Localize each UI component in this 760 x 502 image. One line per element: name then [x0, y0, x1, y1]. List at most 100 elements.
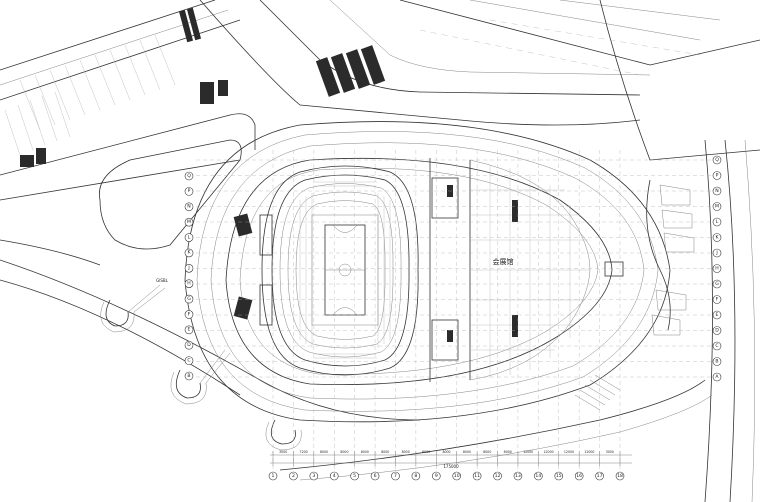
svg-text:7: 7 [394, 473, 397, 479]
axis-bubble-left-L: L [184, 233, 194, 242]
axis-bubble-left-F: F [184, 310, 194, 319]
dimension-label: 8000 [422, 450, 430, 454]
axis-bubble-11: 11 [472, 471, 482, 481]
svg-text:4: 4 [333, 473, 336, 479]
grid-lines-horizontal [196, 159, 712, 378]
svg-text:2: 2 [292, 473, 295, 479]
axis-bubble-left-B: B [184, 371, 194, 381]
svg-text:14: 14 [535, 473, 541, 479]
axis-bubble-right-K: K [712, 233, 722, 242]
dimension-label: 8000 [463, 450, 471, 454]
svg-text:J: J [715, 250, 717, 256]
axis-bubble-left-N: N [184, 202, 194, 212]
svg-text:G: G [715, 281, 719, 287]
svg-text:F: F [188, 311, 191, 317]
axis-bubble-left-P: P [184, 187, 194, 196]
svg-text:H: H [715, 265, 718, 271]
dimension-label: 8000 [402, 450, 410, 454]
svg-text:K: K [715, 234, 719, 240]
axis-bubble-10: 10 [452, 471, 462, 481]
svg-text:B: B [187, 373, 190, 379]
axis-bubbles-left: Q PN M L K J H G F E D C B [184, 171, 194, 381]
dimension-label: 8000 [361, 450, 369, 454]
svg-text:Q: Q [715, 157, 719, 163]
axis-bubble-13: 13 [513, 471, 523, 481]
svg-text:H: H [187, 280, 190, 286]
axis-bubble-16: 16 [574, 471, 584, 481]
svg-text:8: 8 [414, 473, 417, 479]
building-outline [184, 121, 671, 423]
svg-text:Q: Q [187, 173, 191, 179]
dimension-label: 8000 [483, 450, 491, 454]
svg-text:9: 9 [435, 473, 438, 479]
axis-bubble-right-G: G [712, 279, 722, 289]
dimension-label: 8000 [320, 450, 328, 454]
axis-bubble-15: 15 [554, 471, 564, 481]
axis-bubble-left-Q: Q [184, 171, 194, 181]
svg-text:A: A [715, 374, 719, 380]
dimension-label: 8000 [504, 450, 512, 454]
axis-bubble-right-F: F [712, 295, 722, 304]
svg-text:5: 5 [353, 473, 356, 479]
axis-bubble-17: 17 [595, 471, 604, 481]
svg-text:18: 18 [617, 473, 623, 479]
dimension-label: 12000 [543, 450, 553, 454]
svg-text:17: 17 [597, 473, 603, 479]
axis-bubble-right-C: C [712, 341, 722, 351]
axis-bubble-left-J: J [184, 264, 194, 273]
axis-bubble-5: 5 [350, 471, 359, 481]
grid-lines-vertical [272, 150, 621, 471]
svg-text:M: M [715, 203, 719, 209]
axis-bubble-left-H: H [184, 279, 194, 288]
dimension-label: 12000 [564, 450, 574, 454]
svg-text:C: C [715, 343, 718, 349]
axis-bubble-7: 7 [391, 471, 400, 481]
svg-text:C: C [187, 357, 190, 363]
dimension-label: 8000 [381, 450, 389, 454]
axis-bubble-right-H: H [712, 264, 722, 273]
entrance-ramps [100, 284, 302, 451]
east-stepped-wing [574, 179, 695, 411]
axis-bubble-right-M: M [712, 202, 722, 211]
axis-bubble-14: 14 [534, 471, 543, 481]
axis-bubble-right-B: B [712, 357, 722, 366]
svg-text:6: 6 [374, 473, 377, 479]
axis-bubble-left-E: E [184, 325, 194, 335]
axis-bubble-12: 12 [493, 471, 502, 481]
dimension-label: 12000 [584, 450, 594, 454]
svg-text:G: G [187, 296, 191, 302]
parking-blocks [20, 7, 386, 167]
axis-bubble-left-C: C [184, 356, 194, 365]
svg-text:K: K [187, 250, 191, 256]
axis-bubble-right-A: A [712, 372, 722, 382]
west-entry-label: GISBL [156, 278, 169, 283]
svg-text:M: M [187, 219, 191, 225]
axis-bubble-left-M: M [184, 217, 194, 227]
svg-text:J: J [187, 265, 189, 271]
axis-bubble-left-D: D [184, 340, 194, 350]
svg-text:L: L [188, 234, 191, 240]
svg-text:13: 13 [515, 473, 521, 479]
dimension-total: 175000 [443, 464, 459, 469]
axis-bubble-18: 18 [615, 471, 625, 481]
svg-text:B: B [715, 358, 718, 364]
svg-text:3: 3 [312, 473, 315, 479]
axis-bubble-4: 4 [329, 471, 339, 481]
axis-bubble-right-P: P [712, 171, 722, 180]
svg-text:15: 15 [556, 473, 562, 479]
stair-cores [233, 177, 624, 361]
axis-bubble-right-Q: Q [712, 155, 722, 165]
parking-lot-west [4, 34, 176, 156]
svg-text:D: D [187, 342, 191, 348]
svg-text:11: 11 [474, 473, 480, 479]
svg-text:D: D [715, 327, 719, 333]
axis-bubble-3: 3 [309, 471, 319, 481]
axis-bubble-6: 6 [370, 471, 380, 481]
svg-text:F: F [716, 296, 719, 302]
dimension-label: 3000 [606, 450, 614, 454]
svg-text:E: E [188, 327, 191, 333]
